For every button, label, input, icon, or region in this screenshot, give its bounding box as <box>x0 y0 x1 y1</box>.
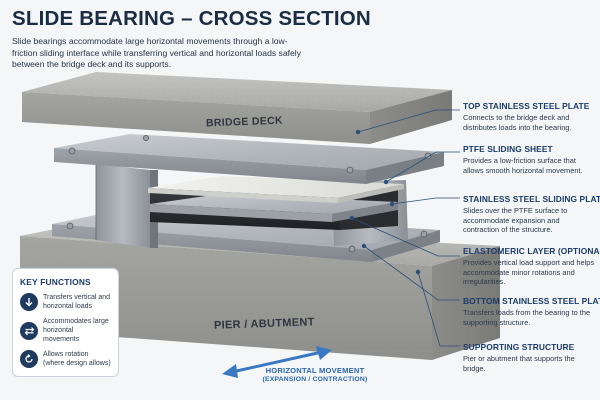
callout-title: STAINLESS STEEL SLIDING PLATE <box>463 194 600 204</box>
movement-arrow <box>222 346 332 378</box>
callout-sliding-plate: STAINLESS STEEL SLIDING PLATE Slides ove… <box>463 194 600 235</box>
callout-title: BOTTOM STAINLESS STEEL PLATE <box>463 296 600 306</box>
movement-sublabel: (EXPANSION / CONTRACTION) <box>262 376 368 383</box>
leader-lines <box>349 109 460 347</box>
callout-supporting-structure: SUPPORTING STRUCTURE Pier or abutment th… <box>463 342 597 373</box>
callout-title: TOP STAINLESS STEEL PLATE <box>463 101 590 111</box>
page-title: SLIDE BEARING – CROSS SECTION <box>12 7 371 30</box>
callout-title: ELASTOMERIC LAYER (OPTIONAL) <box>463 246 600 256</box>
key-function-text: Transfers vertical and horizontal loads <box>43 294 111 310</box>
arrow-down-icon <box>20 293 38 311</box>
bridge-deck-block <box>22 72 452 144</box>
key-function-item: Accommodates large horizontal movements <box>20 317 111 344</box>
callout-title: SUPPORTING STRUCTURE <box>463 342 575 352</box>
callout-desc: Connects to the bridge deck and distribu… <box>463 113 572 132</box>
movement-label: HORIZONTAL MOVEMENT <box>265 366 365 375</box>
sliding-plate <box>150 194 398 222</box>
callout-ptfe-sheet: PTFE SLIDING SHEET Provides a low-fricti… <box>463 144 597 175</box>
callout-desc: Transfers loads from the bearing to the … <box>463 308 591 327</box>
double-arrow-icon <box>20 321 38 340</box>
key-function-text: Allows rotation (where design allows) <box>43 351 111 367</box>
callout-desc: Slides over the PTFE surface to accommod… <box>463 206 568 235</box>
rotation-icon <box>20 350 38 368</box>
top-steel-plate <box>54 134 444 184</box>
key-functions-title: KEY FUNCTIONS <box>20 277 91 287</box>
key-function-item: Allows rotation (where design allows) <box>20 350 111 368</box>
intro-text: Slide bearings accommodate large horizon… <box>12 36 301 69</box>
key-function-item: Transfers vertical and horizontal loads <box>20 293 111 311</box>
callout-title: PTFE SLIDING SHEET <box>463 144 553 154</box>
callout-desc: Pier or abutment that supports the bridg… <box>463 354 575 373</box>
key-functions-panel: KEY FUNCTIONS Transfers vertical and hor… <box>12 268 119 377</box>
callout-elastomeric-layer: ELASTOMERIC LAYER (OPTIONAL) Provides ve… <box>463 246 600 287</box>
callout-bottom-steel-plate: BOTTOM STAINLESS STEEL PLATE Transfers l… <box>463 296 600 327</box>
callout-desc: Provides a low-friction surface that all… <box>463 156 583 175</box>
callout-top-steel-plate: TOP STAINLESS STEEL PLATE Connects to th… <box>463 101 597 132</box>
callout-desc: Provides vertical load support and helps… <box>463 258 595 287</box>
key-function-text: Accommodates large horizontal movements <box>43 318 109 343</box>
